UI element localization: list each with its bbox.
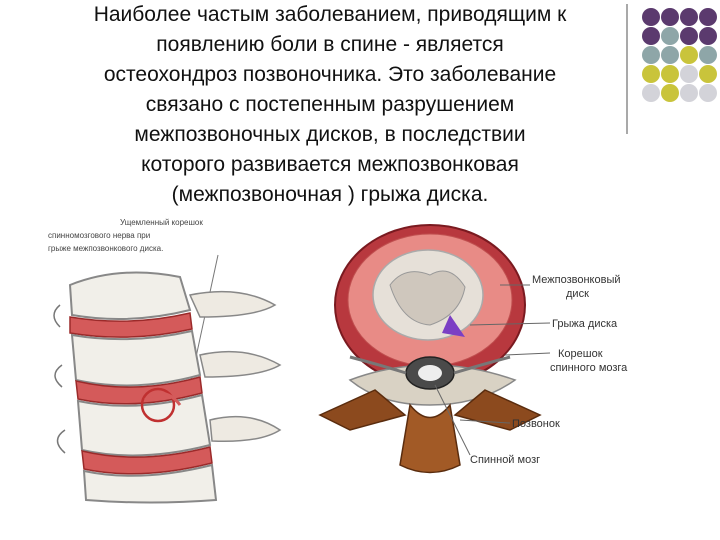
spine-caption-line: Ущемленный корешок xyxy=(120,218,203,227)
decorative-dot xyxy=(642,65,660,83)
decorative-dot xyxy=(680,65,698,83)
slide-body-text: Наиболее частым заболеванием, приводящим… xyxy=(30,0,630,210)
vertebra-body xyxy=(318,355,542,474)
disc-herniation-illustration: Межпозвонковый диск Грыжа диска Корешок … xyxy=(318,224,628,474)
decorative-dot xyxy=(699,65,717,83)
label-disc: Межпозвонковый xyxy=(532,274,621,286)
text-line: которого развивается межпозвонковая xyxy=(141,153,519,176)
decorative-dot xyxy=(642,84,660,102)
decorative-dot xyxy=(680,46,698,64)
text-line: (межпозвоночная ) грыжа диска. xyxy=(171,183,489,206)
text-line: Наиболее частым заболеванием, приводящим… xyxy=(93,3,567,26)
decorative-dot xyxy=(642,8,660,26)
vertebra-stack xyxy=(53,271,282,504)
spine-caption-line: грыже межпозвонкового диска. xyxy=(48,244,163,253)
text-line: связано с постепенным разрушением xyxy=(145,93,515,116)
decorative-dot xyxy=(699,27,717,45)
decorative-divider xyxy=(626,4,628,134)
label-leaders xyxy=(434,284,551,456)
decorative-dot xyxy=(699,84,717,102)
label-root-2: спинного мозга xyxy=(550,362,628,374)
label-spinal-cord: Спинной мозг xyxy=(470,454,540,466)
decorative-dot xyxy=(661,8,679,26)
decorative-dot xyxy=(661,84,679,102)
intervertebral-disc xyxy=(334,224,526,386)
decorative-dot xyxy=(699,46,717,64)
decorative-dot xyxy=(661,27,679,45)
hernia-marker xyxy=(442,315,465,337)
spine-caption-line: спинномозгового нерва при xyxy=(48,231,150,240)
spine-illustration: Ущемленный корешок спинномозгового нерва… xyxy=(48,218,282,504)
decorative-dot xyxy=(680,27,698,45)
label-disc-2: диск xyxy=(566,288,589,300)
label-root: Корешок xyxy=(558,348,603,360)
decorative-dot xyxy=(642,46,660,64)
decorative-dot xyxy=(661,46,679,64)
decorative-dot xyxy=(699,8,717,26)
decorative-dot xyxy=(661,65,679,83)
text-line: появлению боли в спине - является xyxy=(156,33,504,56)
decorative-dot xyxy=(680,84,698,102)
label-hernia: Грыжа диска xyxy=(552,318,618,330)
label-vertebra: Позвонок xyxy=(512,418,560,430)
decorative-dot xyxy=(680,8,698,26)
decorative-dot xyxy=(642,27,660,45)
text-line: межпозвоночных дисков, в последствии xyxy=(134,123,526,146)
text-line: остеохондроз позвоночника. Это заболеван… xyxy=(103,63,557,86)
